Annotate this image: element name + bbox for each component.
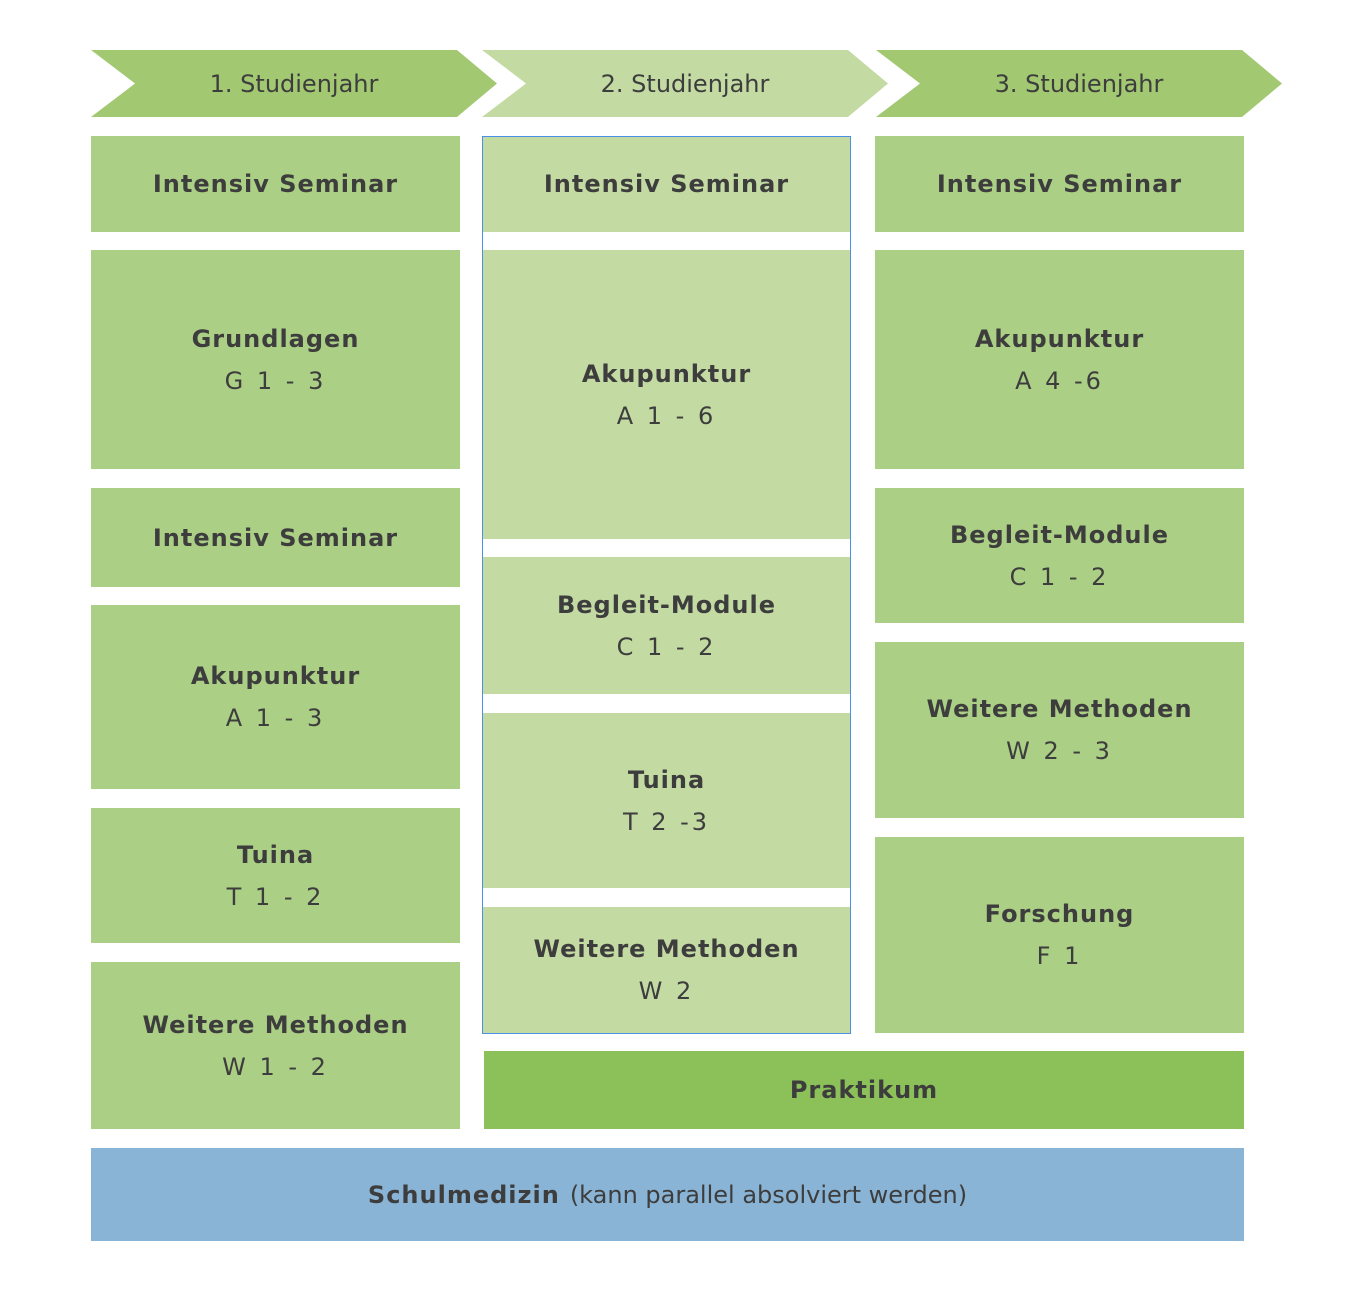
module-title: Intensiv Seminar: [152, 523, 399, 552]
module-box: Akupunktur A 1 - 6: [483, 250, 850, 539]
module-title: Forschung: [984, 900, 1135, 928]
module-box: Grundlagen G 1 - 3: [91, 250, 460, 469]
module-box: Weitere Methoden W 2: [483, 907, 850, 1033]
module-title: Intensiv Seminar: [152, 170, 399, 198]
schulmedizin-box: Schulmedizin (kann parallel absolviert w…: [91, 1148, 1244, 1241]
module-title: Akupunktur: [974, 324, 1145, 353]
module-box: Intensiv Seminar: [875, 136, 1244, 232]
module-box: Weitere Methoden W 2 - 3: [875, 642, 1244, 818]
module-title: Weitere Methoden: [533, 935, 800, 963]
module-code: C 1 - 2: [1009, 562, 1110, 591]
module-box: Tuina T 2 -3: [483, 713, 850, 888]
module-title: Grundlagen: [191, 324, 360, 353]
module-code: A 1 - 3: [225, 704, 326, 732]
module-title: Tuina: [236, 840, 315, 869]
module-code: W 1 - 2: [222, 1052, 329, 1081]
module-box: Begleit-Module C 1 - 2: [483, 557, 850, 694]
module-box: Begleit-Module C 1 - 2: [875, 488, 1244, 623]
module-title: Intensiv Seminar: [543, 170, 790, 198]
module-code: W 2: [638, 977, 695, 1005]
module-code: C 1 - 2: [616, 632, 717, 661]
module-box: Akupunktur A 1 - 3: [91, 605, 460, 789]
module-code: T 2 -3: [622, 807, 711, 836]
module-code: G 1 - 3: [224, 366, 327, 395]
module-title: Akupunktur: [581, 359, 752, 388]
module-code: A 1 - 6: [616, 401, 717, 430]
module-code: W 2 - 3: [1006, 737, 1113, 765]
module-code: A 4 -6: [1015, 366, 1104, 395]
module-title: Begleit-Module: [556, 590, 777, 619]
schulmedizin-note: (kann parallel absolviert werden): [569, 1180, 968, 1209]
praktikum-label: Praktikum: [789, 1076, 939, 1104]
module-box: Intensiv Seminar: [91, 488, 460, 587]
module-title: Begleit-Module: [949, 520, 1170, 549]
praktikum-box: Praktikum: [484, 1051, 1244, 1129]
module-box: Intensiv Seminar: [483, 136, 850, 232]
module-title: Intensiv Seminar: [936, 170, 1183, 198]
module-title: Weitere Methoden: [142, 1010, 409, 1039]
module-title: Weitere Methoden: [926, 695, 1193, 723]
module-box: Forschung F 1: [875, 837, 1244, 1033]
module-title: Tuina: [627, 765, 706, 794]
module-box: Intensiv Seminar: [91, 136, 460, 232]
schulmedizin-title: Schulmedizin: [367, 1180, 560, 1209]
year-3-header: 3. Studienjahr: [876, 50, 1282, 117]
module-box: Akupunktur A 4 -6: [875, 250, 1244, 469]
module-title: Akupunktur: [190, 662, 361, 690]
module-code: T 1 - 2: [226, 882, 325, 911]
module-box: Tuina T 1 - 2: [91, 808, 460, 943]
year-2-header: 2. Studienjahr: [482, 50, 888, 117]
year-1-header: 1. Studienjahr: [91, 50, 497, 117]
module-code: F 1: [1036, 942, 1083, 970]
module-box: Weitere Methoden W 1 - 2: [91, 962, 460, 1129]
